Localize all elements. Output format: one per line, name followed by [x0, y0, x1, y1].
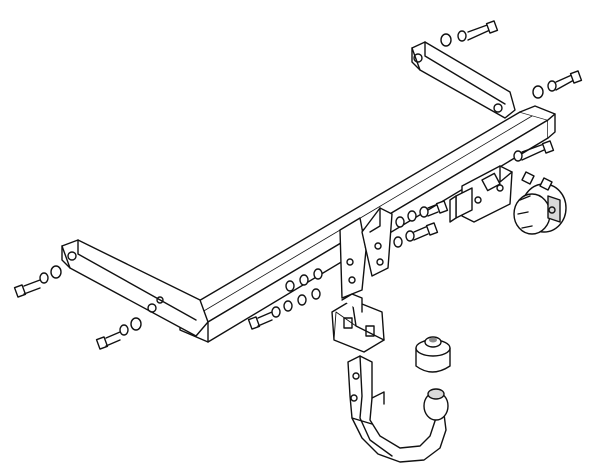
- bolts-and-washers: [13, 20, 583, 350]
- electrical-socket: [513, 171, 567, 235]
- center-mount: [339, 207, 393, 299]
- bolt-center-upper-1: [393, 222, 439, 248]
- bolt-center-lower-2: [285, 268, 323, 292]
- bolt-left-upper: [13, 265, 62, 298]
- tow-ball-arm: [347, 355, 449, 463]
- bolt-top-right: [440, 20, 499, 47]
- bolt-center-lower-1: [247, 288, 321, 330]
- ball-cover: [415, 336, 451, 373]
- bolt-right-lower: [513, 140, 555, 162]
- bolt-left-lower: [95, 317, 142, 350]
- bolt-right-upper: [532, 70, 583, 99]
- bracket-right: [411, 41, 516, 119]
- bracket-left: [61, 239, 209, 337]
- bolt-center-upper-2: [395, 200, 449, 228]
- receiver-block: [331, 293, 385, 353]
- socket-plate: [449, 165, 513, 223]
